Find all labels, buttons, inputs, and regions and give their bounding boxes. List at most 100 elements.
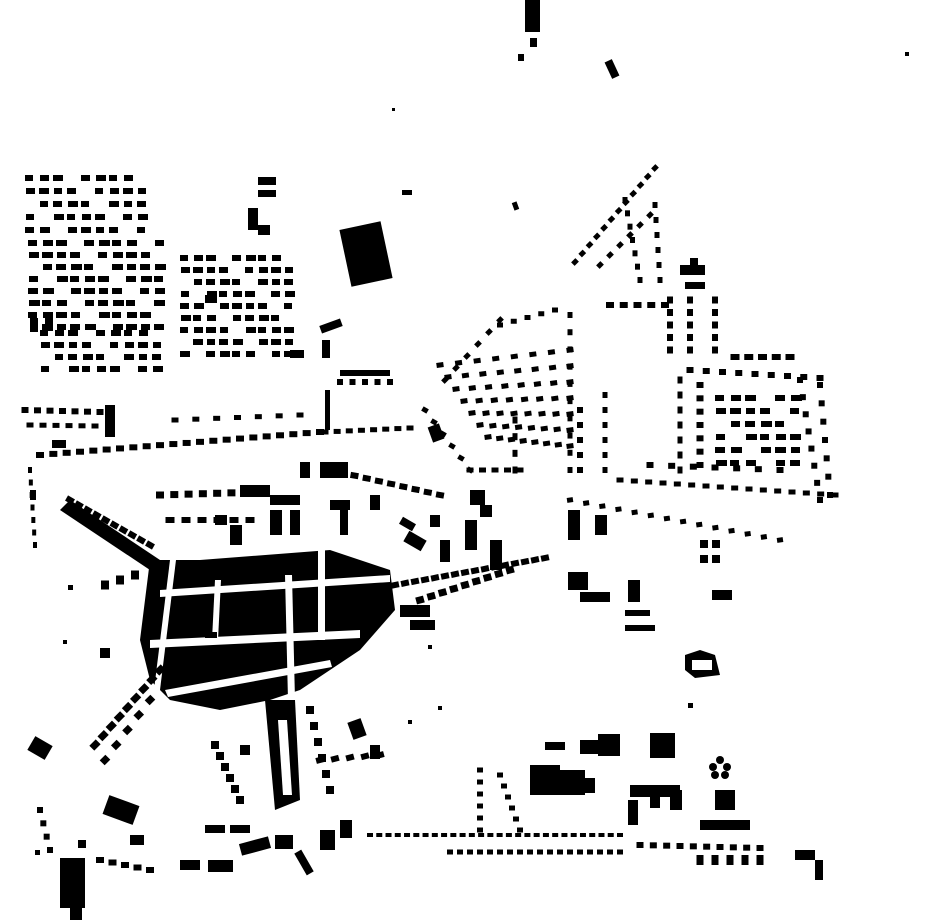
building (571, 258, 579, 266)
building (99, 240, 110, 246)
building (154, 276, 163, 282)
building (205, 632, 217, 638)
building (124, 175, 133, 181)
building (517, 382, 525, 388)
building (78, 423, 86, 429)
building (626, 231, 634, 239)
building (797, 377, 803, 383)
building (246, 255, 256, 261)
building (123, 188, 133, 194)
building (643, 172, 652, 181)
building (81, 175, 90, 181)
building (545, 742, 565, 750)
building (285, 267, 293, 273)
building (110, 342, 118, 348)
building (96, 227, 104, 233)
building (238, 836, 272, 856)
building (478, 833, 485, 837)
building (360, 752, 370, 761)
building (108, 859, 117, 866)
building (520, 557, 530, 566)
building (745, 421, 755, 427)
building (207, 291, 217, 297)
building (121, 701, 134, 714)
building (207, 267, 215, 273)
building (123, 214, 132, 220)
building (512, 449, 518, 457)
street (154, 560, 176, 690)
building (156, 491, 164, 499)
building (633, 302, 642, 308)
building (490, 540, 502, 570)
building (645, 479, 653, 485)
building (112, 312, 121, 318)
building (52, 440, 66, 448)
building (685, 282, 705, 289)
building (216, 752, 224, 760)
building (459, 833, 466, 837)
building (306, 706, 314, 714)
street (318, 550, 325, 640)
building (743, 844, 751, 851)
street (212, 580, 221, 640)
building (205, 295, 217, 303)
building (81, 201, 89, 207)
building (68, 354, 77, 360)
building (696, 408, 704, 415)
building (604, 59, 620, 79)
building (85, 324, 96, 330)
building (220, 327, 228, 333)
building (687, 309, 693, 316)
building (677, 436, 683, 444)
building (513, 367, 522, 374)
building (720, 800, 730, 810)
street (150, 630, 360, 648)
building (220, 303, 229, 309)
building (516, 467, 524, 473)
building (29, 300, 40, 306)
building (650, 790, 660, 808)
building (602, 392, 608, 398)
building (222, 436, 231, 443)
building (142, 443, 151, 450)
building (319, 318, 343, 334)
building (580, 592, 610, 602)
building (137, 201, 146, 207)
building (296, 412, 304, 418)
building (775, 421, 784, 427)
building (98, 252, 107, 258)
building (465, 520, 477, 550)
building (491, 467, 499, 473)
building (538, 410, 546, 417)
building (206, 327, 216, 333)
building (398, 483, 408, 491)
building (99, 312, 110, 318)
building (211, 741, 219, 749)
building (547, 849, 553, 855)
building (339, 221, 393, 287)
building (84, 288, 95, 294)
building (100, 515, 111, 525)
building (632, 250, 638, 257)
building (83, 354, 93, 360)
building (619, 302, 628, 308)
building (26, 214, 34, 220)
building (578, 249, 587, 258)
building (340, 505, 348, 535)
building (515, 833, 522, 837)
building (598, 734, 620, 756)
building (595, 515, 607, 535)
building (667, 334, 673, 341)
building (111, 330, 121, 336)
building (477, 849, 483, 855)
building (112, 288, 122, 294)
building (689, 843, 697, 850)
building (259, 315, 269, 321)
building (711, 464, 719, 471)
building (316, 429, 324, 435)
building (461, 372, 470, 379)
building (490, 397, 499, 404)
building (68, 585, 73, 590)
building (322, 340, 330, 358)
